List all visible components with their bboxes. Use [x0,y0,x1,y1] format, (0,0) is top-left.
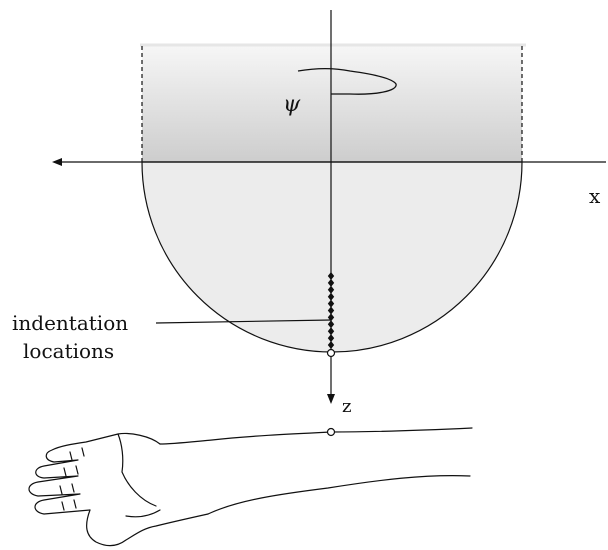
indentation-marker [327,278,335,287]
indentation-marker [327,327,335,336]
forearm-bottom-edge [207,475,471,515]
indentation-leader-line [155,319,332,324]
indentation-label-line1: indentation [12,311,128,335]
palm-outline [28,432,161,515]
thumb-crease [125,509,161,518]
x-axis-label: x [589,184,601,208]
indentation-marker [327,292,335,301]
cylinder-body [142,46,522,162]
rotation-arrow [297,68,397,95]
indentation-marker [327,299,335,308]
z-axis-label: z [342,396,351,417]
forearm-hand-illustration [28,427,473,547]
hemisphere [141,161,523,353]
indentation-marker [327,313,335,322]
indentation-marker [327,320,335,329]
indentation-marker [327,272,335,280]
palm-crease [117,433,157,507]
indentation-marker [327,306,335,315]
forearm-top-edge [159,427,473,445]
indentation-marker [327,341,335,349]
thumb-outline [86,509,209,547]
wrist-point-marker [326,427,336,437]
indentation-marker [327,285,335,294]
indentation-label-line2: locations [23,339,114,363]
psi-label: ψ [283,92,301,117]
finger-joint-marks [59,447,85,511]
indentation-marker [327,334,335,343]
x-axis-arrowhead [52,158,62,166]
contact-point-marker [326,348,336,358]
z-axis-arrowhead [327,394,335,404]
indentation-markers [327,272,335,349]
